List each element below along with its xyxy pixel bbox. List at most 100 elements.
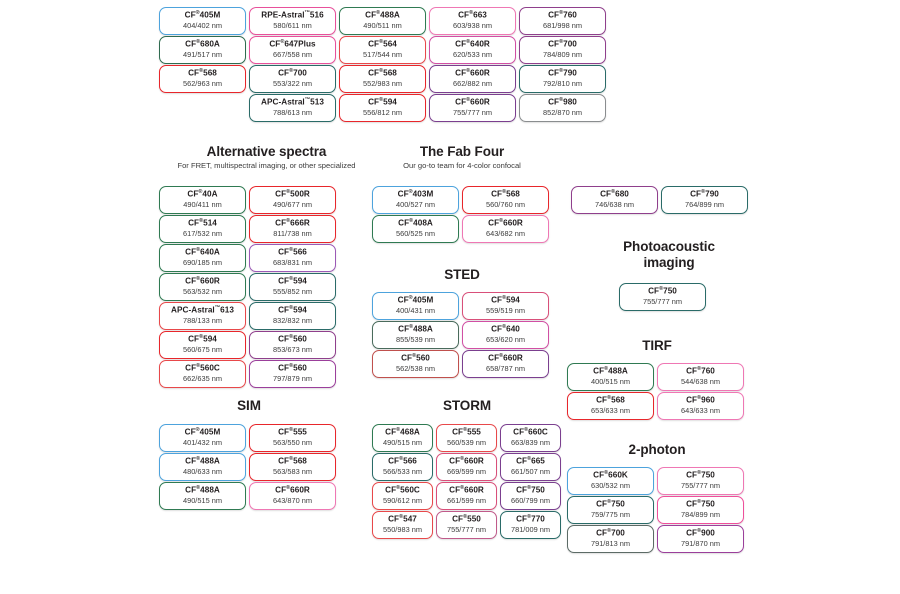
trademark-symbol: ® [463,427,468,433]
fluorophore-spectra: 556/812 nm [362,108,403,118]
fluorophore-spectra: 400/431 nm [395,306,436,316]
fluorophore-name: CF®594 [278,305,307,315]
fluorophore-name: CF®640A [185,247,220,257]
fluorophore-name: APC-Astral™513 [261,97,324,107]
section-title-alternative-spectra: Alternative spectra [206,144,327,159]
fluorophore-spectra: 755/777 nm [642,297,683,307]
trademark-symbol: ® [408,295,413,301]
trademark-symbol: ® [199,68,204,74]
fluorophore-name: CF®568 [188,68,217,78]
trademark-symbol: ® [195,427,200,433]
trademark-symbol: ® [697,366,702,372]
fluorophore-name: CF®660K [593,470,628,480]
trademark-symbol: ® [604,470,609,476]
fluorophore-spectra: 690/185 nm [182,258,223,268]
trademark-symbol: ® [466,39,471,45]
fluorophore-name: CF®500R [275,189,310,199]
trademark-symbol: ™ [304,10,310,16]
fluorophore-name: CF®660R [449,456,484,466]
fluorophore-name: CF®560 [278,334,307,344]
fluorophore-spectra: 563/550 nm [272,438,313,448]
fluorophore-spectra: 491/517 nm [182,50,223,60]
fluorophore-name: CF®594 [188,334,217,344]
fluorophore-name: CF®468A [385,427,420,437]
fluorophore-name: CF®594 [491,295,520,305]
